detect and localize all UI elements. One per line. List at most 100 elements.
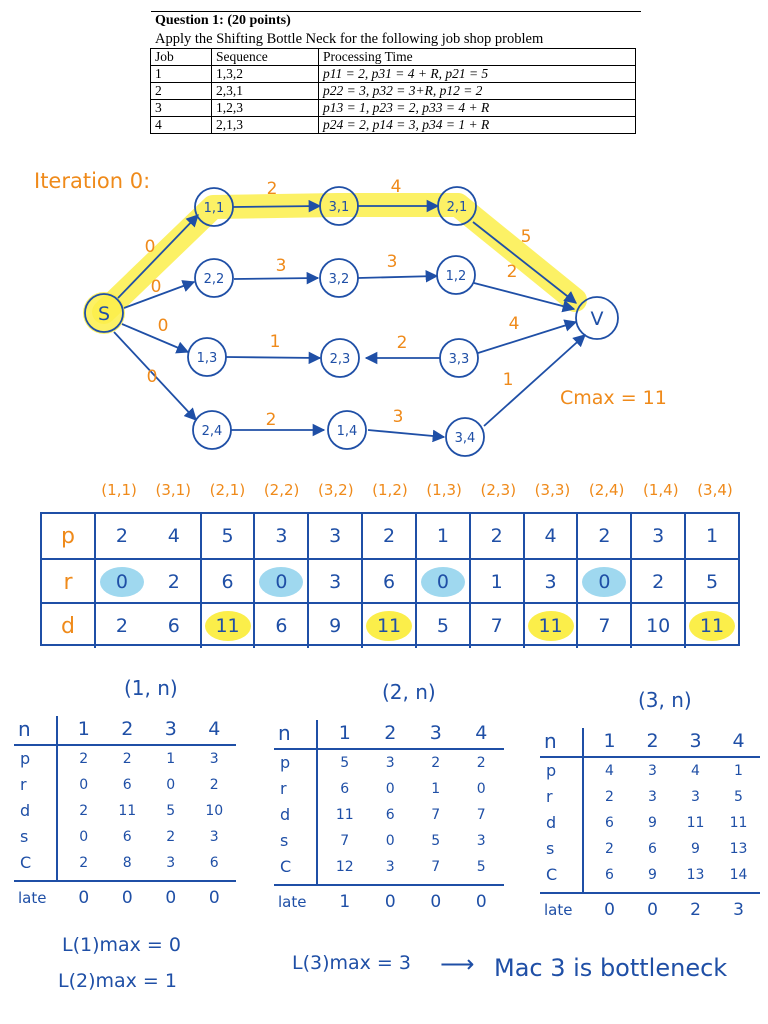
job-times: p13 = 1, p23 = 2, p33 = 4 + R [318, 99, 636, 117]
value-cell: 11 [335, 807, 354, 823]
weight-32-12: 3 [387, 252, 398, 272]
node-3-3 [439, 338, 479, 378]
d-cell: 6 [167, 615, 180, 637]
iteration-label: Iteration 0: [34, 169, 150, 193]
node-2-1 [437, 186, 477, 226]
value-cell: 5 [340, 755, 350, 771]
param-row-d: d 2 6 11 6 9 11 5 7 11 7 10 11 [42, 602, 738, 648]
value-cell: 2 [79, 751, 89, 767]
label-rule [56, 716, 58, 880]
row-label: p [280, 753, 291, 772]
job-row: 4 2,1,3 p24 = 2, p14 = 3, p34 = 1 + R [150, 116, 636, 134]
r-cell: 0 [576, 560, 630, 604]
label-rule [582, 728, 584, 892]
late-value: 1 [339, 892, 351, 912]
row-label: C [546, 865, 558, 884]
weight-11-31: 2 [267, 179, 278, 199]
bottleneck-conclusion: Mac 3 is bottleneck [494, 954, 728, 982]
node-2-4 [192, 410, 232, 450]
node-2-2 [194, 258, 234, 298]
job-index: 2 [384, 722, 397, 744]
d-cell: 2 [115, 615, 128, 637]
late-value: 3 [733, 900, 744, 920]
value-cell: 12 [335, 859, 354, 875]
operation-header: (3,3) [534, 481, 571, 499]
lmax-machine-3: L(3)max = 3 [292, 952, 411, 974]
job-index: 3 [689, 730, 702, 752]
job-sequence: 2,1,3 [211, 116, 319, 134]
late-rule [540, 892, 760, 894]
value-cell: 0 [476, 781, 486, 797]
edge-32-12 [357, 269, 439, 283]
value-cell: 11 [729, 815, 748, 831]
edge-33-v [477, 319, 578, 354]
p-cell: 3 [253, 514, 307, 558]
node-3-4 [445, 417, 485, 457]
operation-header: (3,1) [155, 481, 192, 499]
label-node: 3,4 [455, 431, 476, 446]
weight-21-v: 5 [521, 227, 532, 247]
operation-header: (3,2) [317, 481, 354, 499]
row-label: p [20, 749, 31, 768]
weight-14-34: 3 [393, 407, 404, 427]
value-cell: 6 [385, 807, 395, 823]
edge-s-22 [123, 280, 196, 309]
label-node: 3,3 [449, 352, 470, 367]
value-cell: 0 [79, 777, 89, 793]
label-node: 3,1 [329, 200, 350, 215]
d-cell: 11 [684, 604, 738, 648]
critical-path-highlight [92, 193, 587, 324]
lmax-machine-1: L(1)max = 0 [62, 934, 181, 956]
late-value: 0 [384, 892, 396, 912]
p-cell: 4 [167, 525, 180, 547]
job-table: Job Sequence Processing Time 1 1,3,2 p11… [150, 48, 636, 134]
row-label: r [546, 787, 553, 806]
late-value: 0 [121, 888, 133, 908]
operation-header: (2,4) [588, 481, 625, 499]
job-index: 3 [429, 722, 442, 744]
value-cell: 1 [166, 751, 176, 767]
value-cell: 4 [691, 763, 700, 779]
p-cell: 1 [414, 514, 469, 558]
machine-title: (1, n) [124, 676, 178, 700]
job-index: 4 [732, 730, 745, 752]
operation-header: (2,3) [480, 481, 517, 499]
value-cell: 7 [476, 807, 486, 823]
d-cell: 10 [630, 604, 684, 648]
value-cell: 6 [122, 777, 132, 793]
p-cell: 1 [684, 514, 738, 558]
r-cell: 2 [167, 571, 180, 593]
parameter-table: p 2 4 5 3 3 2 1 2 4 2 3 1 r 0 2 6 0 3 6 … [40, 512, 740, 648]
value-cell: 6 [605, 815, 614, 831]
row-label: r [20, 775, 27, 794]
operation-header: (1,3) [426, 481, 462, 499]
row-label: p [546, 761, 557, 780]
value-cell: 5 [476, 859, 486, 875]
param-row-p: p 2 4 5 3 3 2 1 2 4 2 3 1 [42, 514, 738, 558]
value-cell: 7 [431, 807, 441, 823]
machine-title: (3, n) [638, 688, 692, 712]
value-cell: 0 [385, 781, 395, 797]
label-sink: V [591, 308, 604, 330]
late-rule [274, 884, 504, 886]
value-cell: 4 [605, 763, 614, 779]
job-index: 2 [646, 730, 659, 752]
value-cell: 10 [205, 803, 224, 819]
edge-34-v [483, 334, 586, 427]
late-value: 0 [78, 888, 90, 908]
label-node: 1,1 [204, 201, 225, 216]
header-n-label: n [544, 729, 557, 753]
p-cell: 3 [630, 514, 684, 558]
d-cell: 11 [199, 604, 254, 648]
job-index: 1 [603, 730, 616, 752]
header-rule [540, 756, 760, 758]
question-subtitle: Apply the Shifting Bottle Neck for the f… [155, 31, 544, 47]
disjunctive-graph: S V 1,1 3,1 2,1 2,2 3,2 1,2 1,3 2,3 3,3 … [34, 169, 667, 457]
value-cell: 3 [166, 855, 176, 871]
header-n-label: n [18, 717, 31, 741]
top-rule [151, 11, 641, 12]
weight-s-11: 0 [145, 237, 156, 257]
weight-13-23: 1 [270, 332, 281, 352]
value-cell: 9 [648, 867, 657, 883]
node-source [84, 293, 124, 333]
